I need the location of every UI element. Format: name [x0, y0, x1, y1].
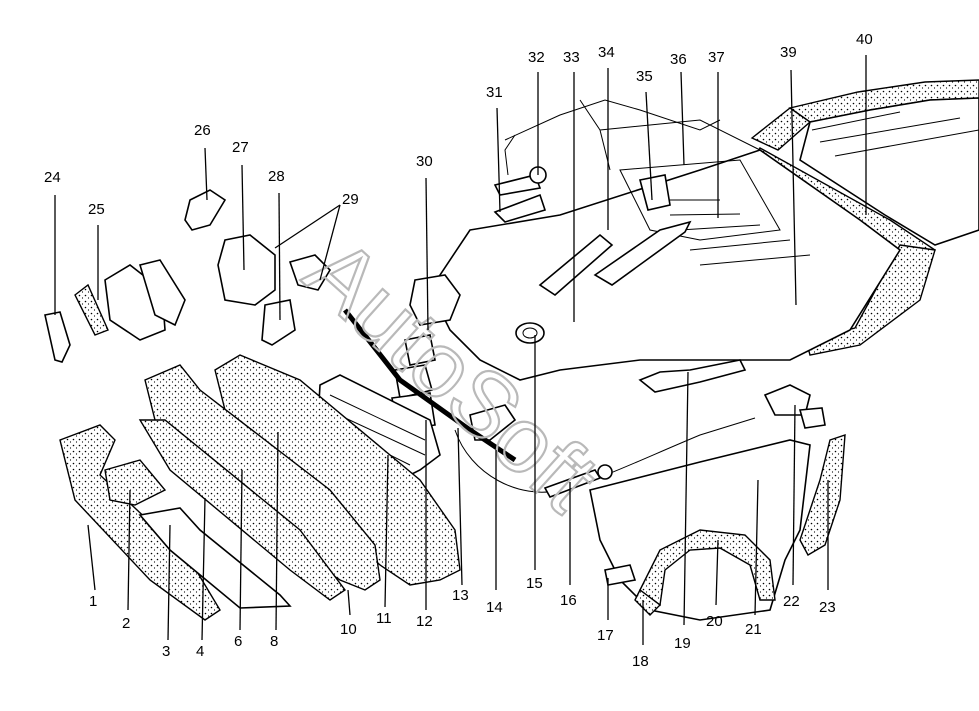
headlamp-parts	[44, 189, 332, 363]
callout-1: 1	[89, 593, 97, 610]
callout-15: 15	[526, 575, 543, 592]
callout-39: 39	[780, 44, 797, 61]
callout-11: 11	[376, 610, 392, 627]
callout-33: 33	[563, 49, 580, 66]
front-fender	[589, 439, 811, 621]
callout-27: 27	[232, 139, 249, 156]
callout-8: 8	[270, 633, 278, 650]
hood-panel	[429, 99, 902, 381]
callout-34: 34	[598, 44, 615, 61]
callout-30: 30	[416, 153, 433, 170]
callout-16: 16	[560, 592, 577, 609]
callout-21: 21	[745, 621, 762, 638]
callout-35: 35	[636, 68, 653, 85]
callout-labels: 1 2 3 4 6 8 10 11 12 13 14 15 16 17 18 1…	[44, 31, 873, 670]
callout-25: 25	[88, 201, 105, 218]
callout-28: 28	[268, 168, 285, 185]
callout-40: 40	[856, 31, 873, 48]
hood-strut	[469, 359, 747, 441]
callout-6: 6	[234, 633, 242, 650]
callout-32: 32	[528, 49, 545, 66]
callout-14: 14	[486, 599, 503, 616]
callout-4: 4	[196, 643, 204, 660]
hood-emblem	[515, 322, 545, 344]
callout-36: 36	[670, 51, 687, 68]
wiper-assembly	[538, 174, 692, 297]
release-cable	[454, 417, 756, 498]
callout-20: 20	[706, 613, 723, 630]
callout-18: 18	[632, 653, 649, 670]
hood-hinges	[493, 166, 547, 223]
callout-17: 17	[597, 627, 614, 644]
callout-22: 22	[783, 593, 800, 610]
splash-shield	[799, 434, 846, 556]
callout-2: 2	[122, 615, 130, 632]
callout-10: 10	[340, 621, 357, 638]
leader-lines	[54, 55, 867, 645]
callout-12: 12	[416, 613, 433, 630]
callout-3: 3	[162, 643, 170, 660]
callout-29: 29	[342, 191, 359, 208]
callout-24: 24	[44, 169, 61, 186]
callout-26: 26	[194, 122, 211, 139]
callout-31: 31	[486, 84, 503, 101]
front-bumper-covers	[59, 354, 461, 621]
callout-23: 23	[819, 599, 836, 616]
seal-strip	[343, 308, 517, 463]
callout-37: 37	[708, 49, 725, 66]
fender-bracket	[763, 384, 826, 429]
callout-13: 13	[452, 587, 469, 604]
callout-19: 19	[674, 635, 691, 652]
